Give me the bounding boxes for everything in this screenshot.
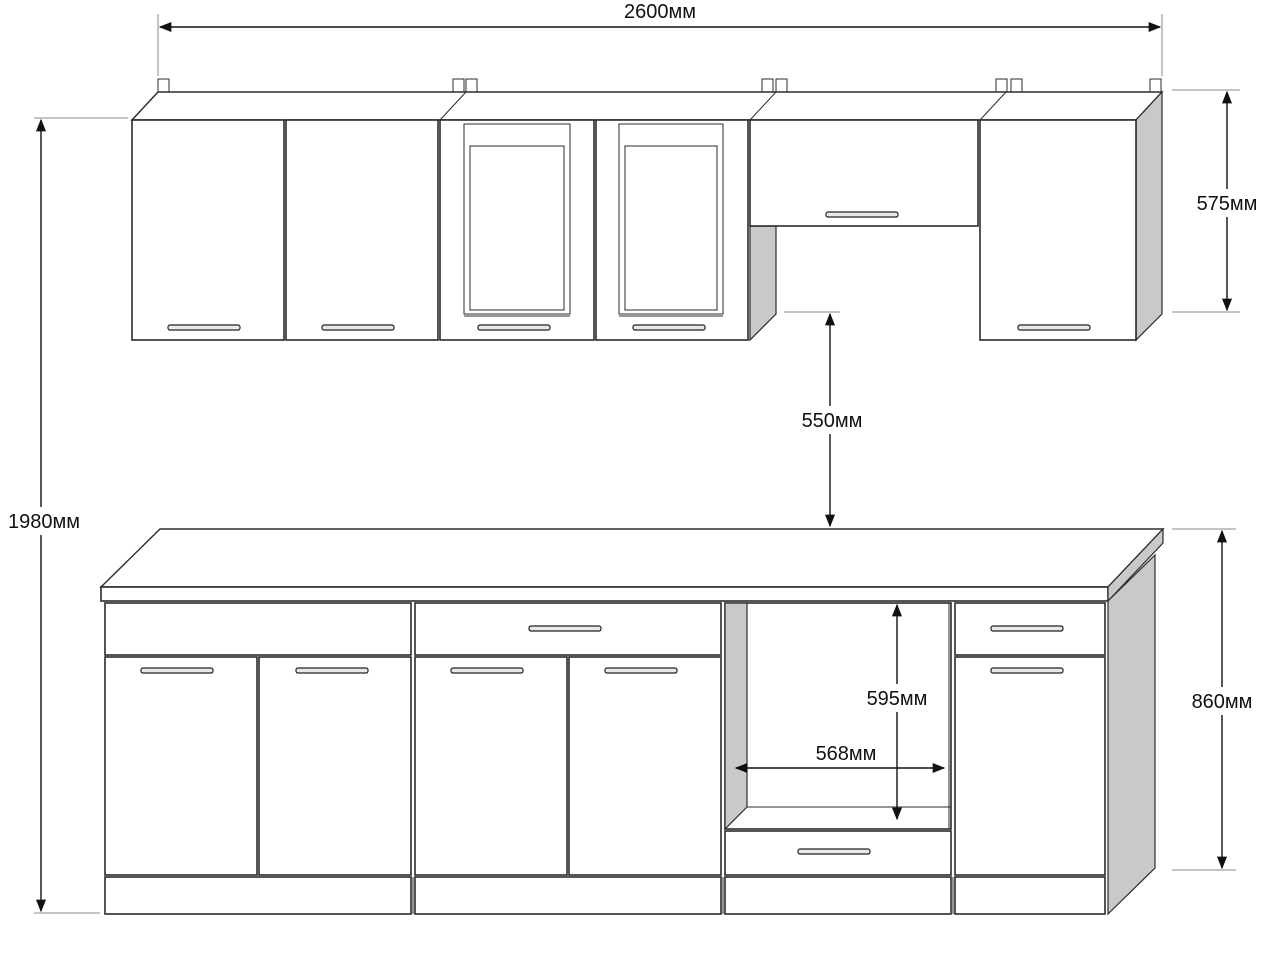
lower-cabinets	[99, 527, 1165, 916]
upper-door-single[interactable]	[979, 119, 1137, 341]
hood-cabinet-door[interactable]	[749, 119, 979, 227]
oven-niche	[724, 602, 952, 830]
lower-door[interactable]	[104, 656, 258, 876]
upper-cabinet-hood	[749, 119, 979, 227]
bracket	[465, 78, 478, 93]
total-height-label: 1980мм	[8, 511, 80, 533]
upper-cabinet-double-door	[131, 119, 439, 341]
door-handle	[1017, 324, 1091, 331]
lower-cabinet-a	[104, 602, 412, 915]
glass-pane	[463, 123, 571, 315]
lower-cabinet-d	[954, 602, 1106, 915]
niche-left-wall	[724, 602, 748, 831]
lower-door[interactable]	[258, 656, 412, 876]
wall-brackets	[157, 78, 1162, 93]
upper-right-side-panel	[1135, 90, 1163, 342]
countertop-surface	[99, 528, 1165, 588]
bracket	[761, 78, 774, 93]
upper-cabinets	[130, 78, 1164, 342]
bracket	[452, 78, 465, 93]
bracket	[995, 78, 1008, 93]
glass-door-left[interactable]	[439, 119, 595, 341]
door-handle	[604, 667, 678, 674]
lower-cabinet-b	[414, 602, 722, 915]
countertop-edge	[100, 586, 1109, 602]
upper-height-label: 575мм	[1197, 193, 1258, 215]
total-width-label: 2600мм	[624, 1, 696, 23]
plinth	[104, 876, 412, 915]
lower-drawer[interactable]	[104, 602, 412, 656]
plinth	[414, 876, 722, 915]
side-panel-visible	[749, 225, 777, 342]
drawer-handle	[528, 625, 602, 632]
door-handle	[477, 324, 551, 331]
door-handle	[140, 667, 214, 674]
upper-door-left[interactable]	[131, 119, 285, 341]
gap-height-label: 550мм	[802, 410, 863, 432]
lower-door[interactable]	[568, 656, 722, 876]
upper-cabinet-glass-doors	[439, 119, 777, 342]
glass-pane-inner	[624, 145, 718, 311]
bracket	[157, 78, 170, 93]
oven-height-label: 595мм	[867, 688, 928, 710]
bracket	[1149, 78, 1162, 93]
door-handle	[450, 667, 524, 674]
lower-door[interactable]	[954, 656, 1106, 876]
drawer-handle	[797, 848, 871, 855]
dimensions: 2600мм 1980мм 575мм 550мм 860мм 595мм 56…	[0, 1, 1270, 914]
door-handle	[825, 211, 899, 218]
plinth	[954, 876, 1106, 915]
glass-pane	[618, 123, 724, 315]
glass-pane-inner	[469, 145, 565, 311]
bracket	[775, 78, 788, 93]
door-handle	[990, 667, 1064, 674]
upper-door-right[interactable]	[285, 119, 439, 341]
door-handle	[321, 324, 395, 331]
lower-right-side-panel	[1107, 553, 1156, 916]
upper-top-panel	[130, 91, 1164, 121]
plinth	[724, 876, 952, 915]
door-handle	[167, 324, 241, 331]
drawer-handle	[990, 625, 1064, 632]
bracket	[1010, 78, 1023, 93]
door-handle	[295, 667, 369, 674]
countertop-side	[1107, 527, 1164, 603]
lower-height-label: 860мм	[1192, 691, 1253, 713]
door-handle	[632, 324, 706, 331]
upper-cabinet-single-door	[979, 119, 1137, 341]
lower-cabinet-oven	[724, 602, 952, 915]
oven-width-label: 568мм	[816, 743, 877, 765]
lower-door[interactable]	[414, 656, 568, 876]
